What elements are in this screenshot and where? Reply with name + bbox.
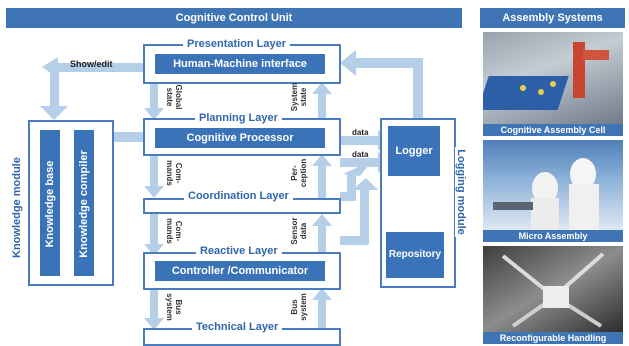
data-arrow-2: [340, 158, 380, 167]
cognitive-control-unit-header: Cognitive Control Unit: [6, 8, 462, 28]
bus-system-2-line-1: Bus: [290, 299, 299, 315]
micro-assembly-caption: Micro Assembly: [483, 230, 623, 242]
knowledge-base-box: Knowledge base: [40, 130, 60, 276]
commands-1-line-1: Com-: [174, 162, 183, 184]
presentation-layer-title: Presentation Layer: [183, 38, 291, 50]
system-state-line-1: System: [290, 82, 299, 112]
reconfigurable-handling-caption: Reconfigurable Handling: [483, 332, 623, 344]
commands-2-line-2: mands: [165, 218, 174, 244]
logging-module-title: Logging module: [455, 147, 467, 237]
bus-system-1-line-1: Bus: [174, 299, 183, 315]
sensor-data-line-1: Sensor: [290, 217, 299, 245]
show-edit-label: Show/edit: [70, 59, 113, 69]
repository-box: Repository: [386, 232, 444, 278]
commands-label-2: Com- mands: [165, 216, 183, 246]
global-state-label: Global state: [165, 82, 183, 112]
technical-layer-title: Technical Layer: [192, 321, 283, 333]
perception-label: Per- ception: [290, 158, 308, 188]
cleanroom-image: [493, 158, 599, 230]
bus-system-label-2: Bus system: [290, 292, 308, 322]
reconfigurable-handling-photo: [483, 246, 623, 332]
human-machine-interface-box: Human-Machine interface: [155, 54, 325, 74]
controller-communicator-box: Controller /Communicator: [155, 261, 325, 281]
system-state-line-2: state: [299, 87, 308, 107]
bus-system-1-line-2: system: [165, 293, 174, 321]
assembly-systems-header: Assembly Systems: [480, 8, 625, 28]
commands-1-line-2: mands: [165, 160, 174, 186]
system-state-label: System state: [290, 82, 308, 112]
sensor-data-line-2: data: [299, 222, 308, 240]
knowledge-compiler-box: Knowledge compiler: [74, 130, 94, 276]
robot-cell-image: [483, 42, 609, 110]
reactive-logger-connector: [340, 236, 368, 245]
bus-system-2-line-2: system: [299, 293, 308, 321]
knowledge-compiler-label: Knowledge compiler: [78, 150, 90, 258]
bus-system-label-1: Bus system: [165, 292, 183, 322]
cognitive-processor-box: Cognitive Processor: [155, 128, 325, 148]
data-label-1: data: [352, 128, 369, 137]
knowledge-module-title: Knowledge module: [11, 157, 23, 258]
processor-knowledge-connector: [112, 132, 146, 142]
commands-2-line-1: Com-: [174, 220, 183, 242]
global-state-line-2: state: [165, 87, 174, 107]
cognitive-assembly-cell-photo: [483, 32, 623, 124]
commands-label-1: Com- mands: [165, 158, 183, 188]
global-state-line-1: Global: [174, 84, 183, 110]
knowledge-base-label: Knowledge base: [44, 160, 56, 248]
logger-up-connector: [413, 62, 423, 126]
show-edit-arrowhead-down: [40, 106, 68, 120]
perception-line-2: ception: [299, 158, 308, 188]
logger-hmi-connector: [356, 58, 423, 68]
perception-line-1: Per-: [290, 165, 299, 181]
micro-assembly-photo: [483, 140, 623, 230]
sensor-data-label: Sensor data: [290, 216, 308, 246]
coordination-layer-title: Coordination Layer: [184, 190, 293, 202]
reactive-layer-title: Reactive Layer: [196, 245, 282, 257]
cognitive-assembly-cell-caption: Cognitive Assembly Cell: [483, 124, 623, 136]
logger-hmi-arrowhead: [340, 50, 356, 76]
show-edit-connector: [50, 63, 145, 72]
show-edit-arrowhead-left: [42, 57, 58, 78]
handling-robot-image: [501, 252, 605, 328]
data-arrow-1: [340, 136, 380, 145]
show-edit-vertical: [50, 63, 59, 110]
logger-box: Logger: [388, 126, 440, 176]
data-label-2: data: [352, 150, 369, 159]
planning-layer-title: Planning Layer: [195, 112, 282, 124]
